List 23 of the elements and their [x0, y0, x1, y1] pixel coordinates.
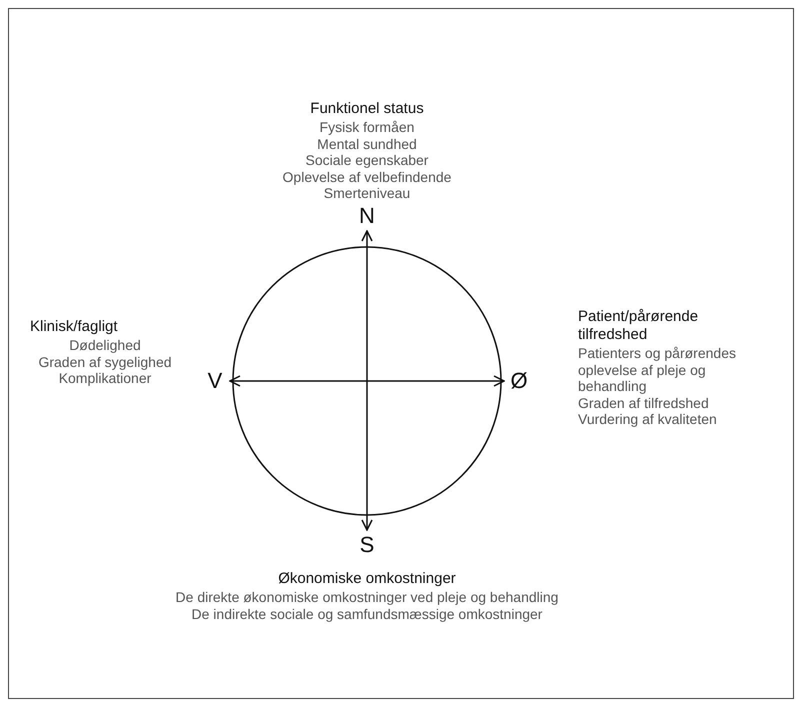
compass-letter: Ø: [506, 368, 532, 394]
category-item: Fysisk formåen: [318, 119, 416, 136]
category-item: Vurdering af kvaliteten: [578, 411, 718, 428]
category-item: Patienters og pårørendes oplevelse af pleje og behandling: [578, 345, 737, 394]
double-arrow: [361, 230, 373, 531]
compass-letter: V: [202, 368, 228, 394]
category-item: Komplikationer: [58, 370, 152, 386]
category-item: Smerteniveau: [322, 185, 412, 202]
compass-letter: S: [352, 532, 382, 558]
category-heading: Patient/pårørende tilfredshed: [578, 308, 700, 344]
category-item: De direkte økonomiske omkostninger ved pleje og behandling: [174, 589, 560, 606]
category-item: Mental sundhed: [316, 136, 418, 152]
double-arrow: [229, 375, 505, 387]
compass-letter: N: [352, 203, 382, 229]
category-heading: Funktionel status: [309, 100, 425, 118]
category-item: Sociale egenskaber: [304, 152, 430, 168]
category-item: Graden af tilfredshed: [578, 394, 710, 411]
category-heading: Klinisk/fagligt: [30, 318, 119, 336]
category-item: De indirekte sociale og samfundsmæssige omkostninger: [190, 606, 544, 622]
category-heading: Økonomiske omkostninger: [277, 570, 457, 588]
category-item: Oplevelse af velbefindende: [282, 168, 452, 185]
category-item: Graden af sygelighed: [37, 354, 173, 370]
category-item: Dødelighed: [68, 337, 142, 354]
